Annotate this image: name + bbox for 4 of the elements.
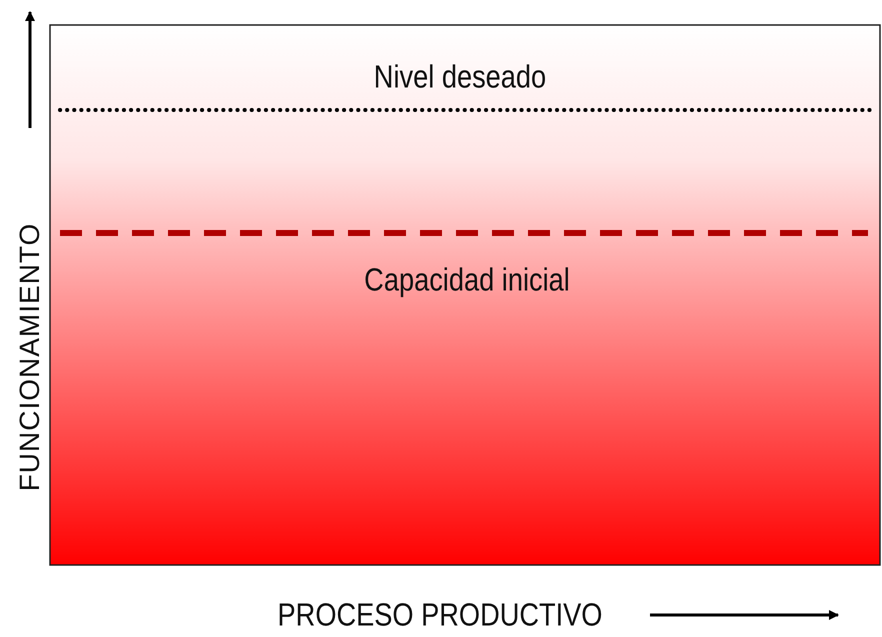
line-label: Capacidad inicial <box>364 262 570 298</box>
axis-label: FUNCIONAMIENTO <box>14 222 46 492</box>
line-label: Nivel deseado <box>374 58 546 96</box>
axis-label: PROCESO PRODUCTIVO <box>278 596 602 634</box>
